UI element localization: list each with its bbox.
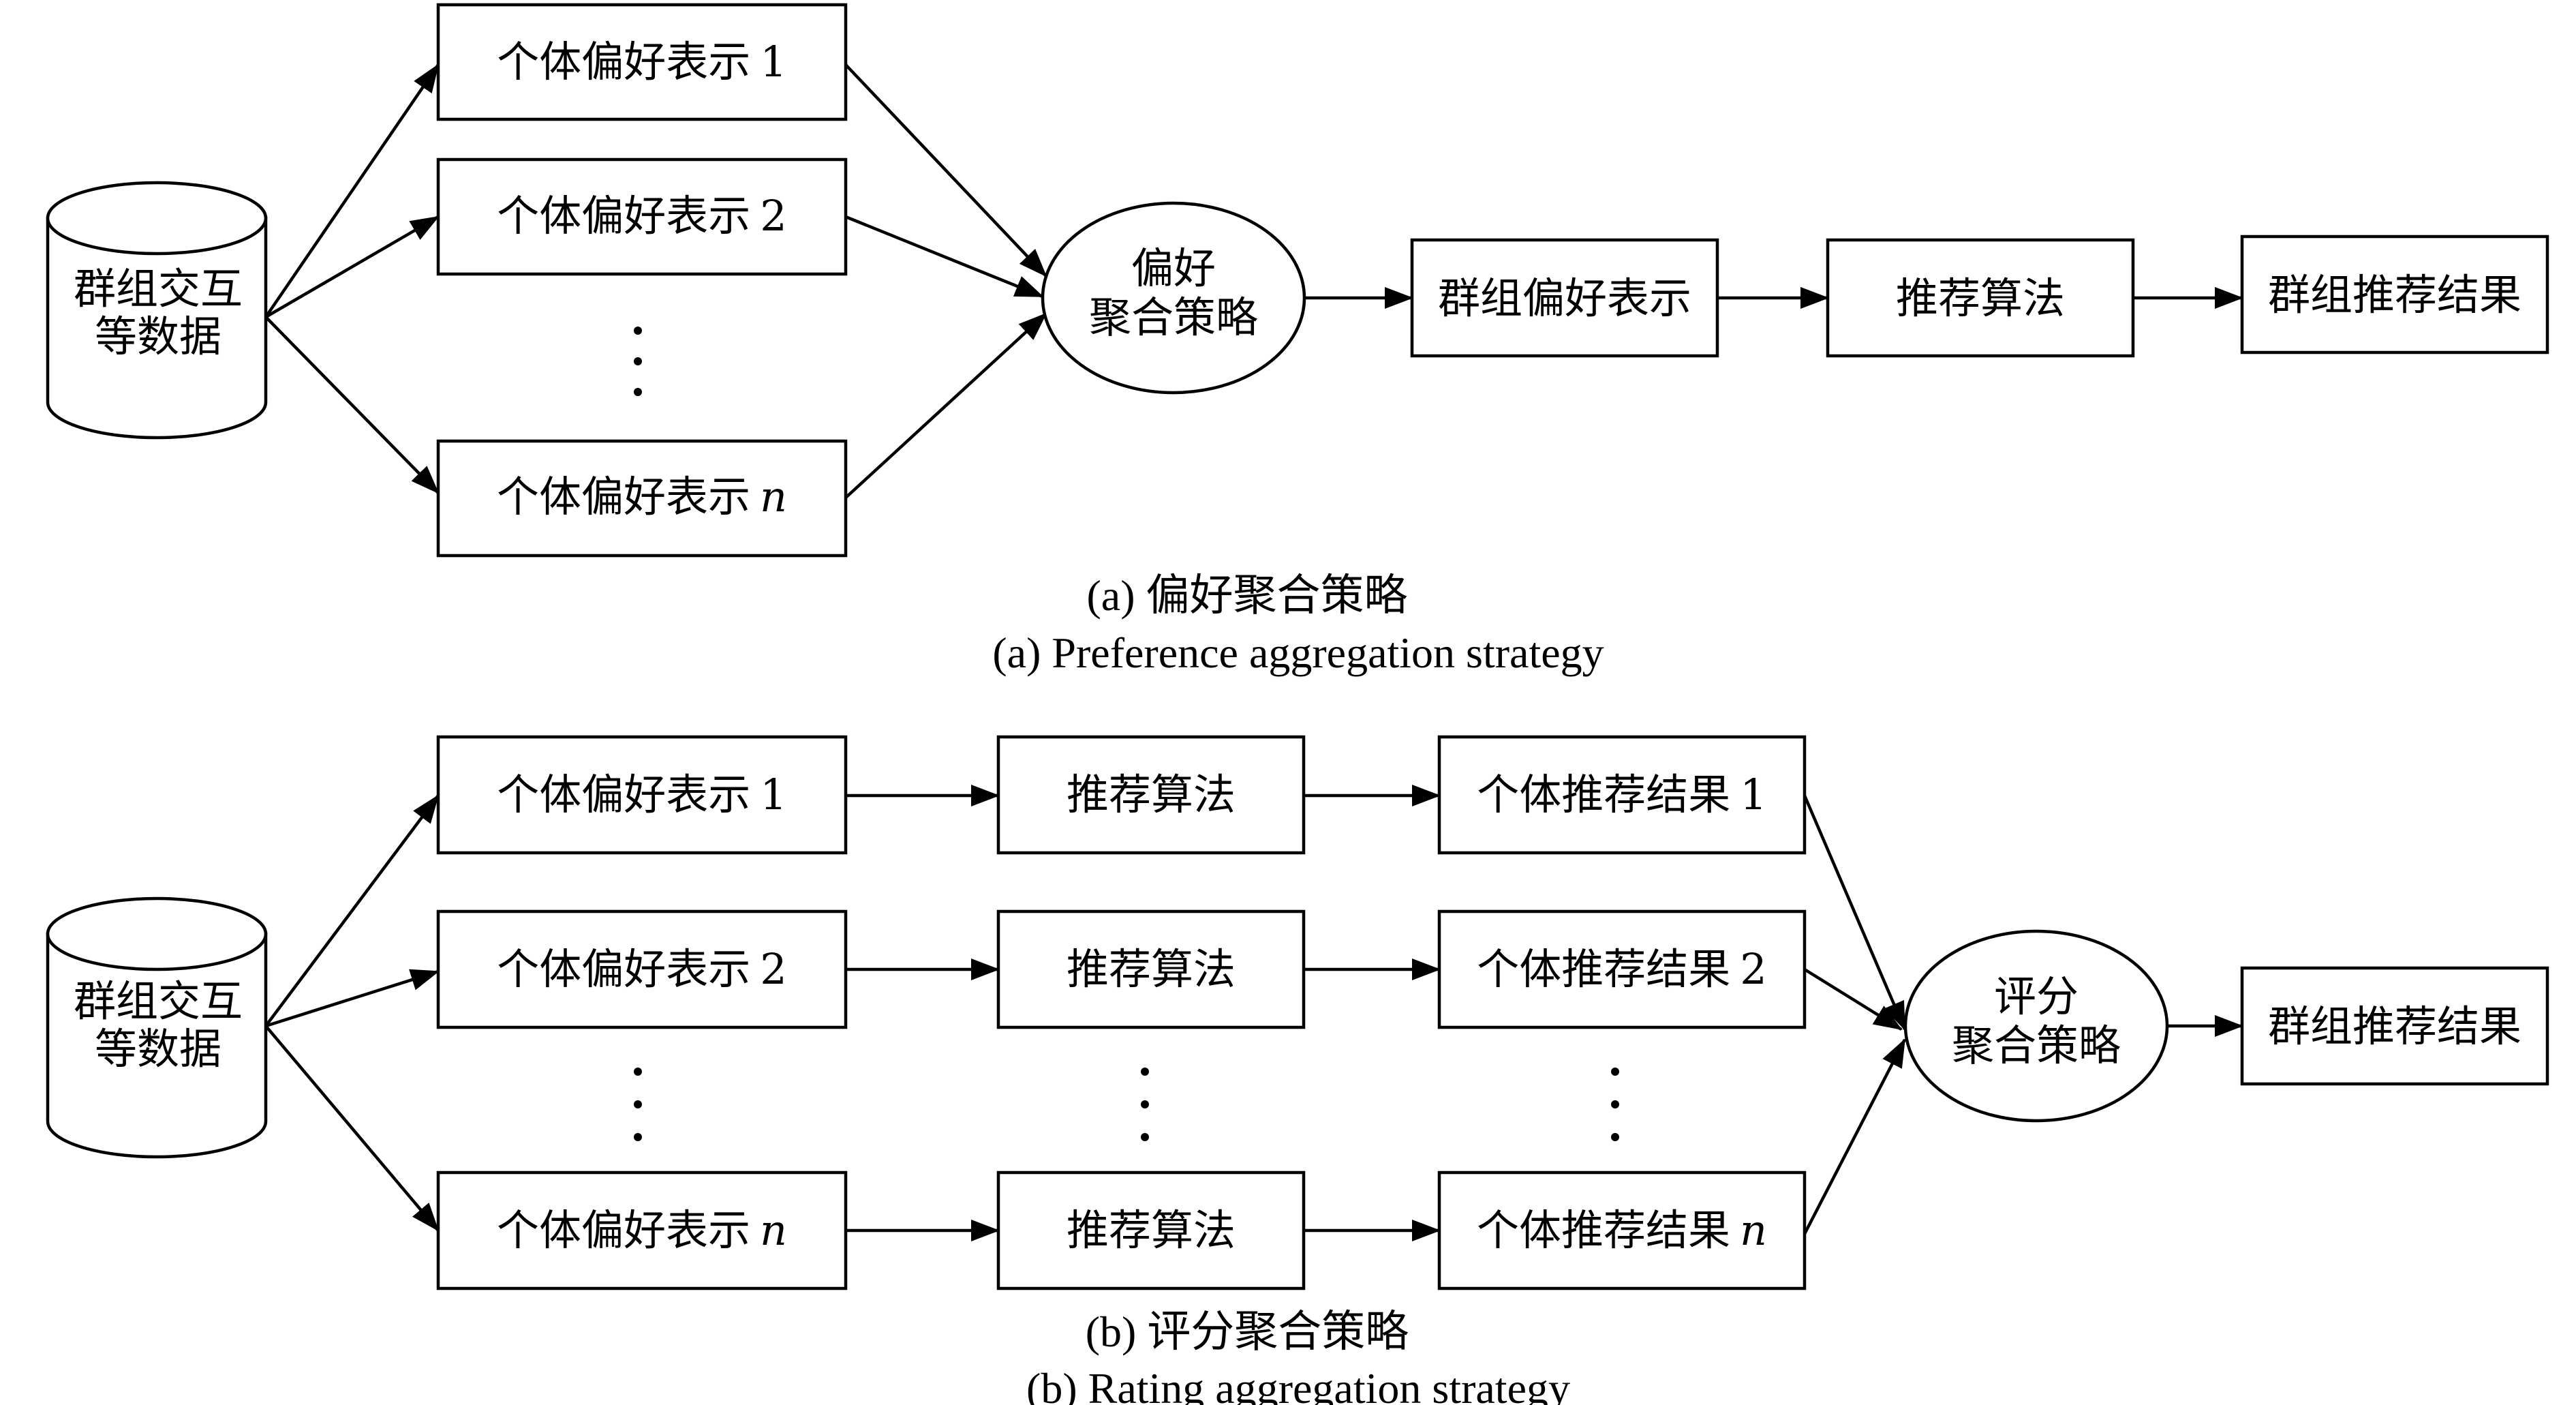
arrow-data-to-pref-1 xyxy=(264,63,440,318)
result-index: 2 xyxy=(1740,944,1766,994)
result-label: 群组推荐结果 xyxy=(2268,1001,2521,1051)
data-source-label-line1: 群组交互 xyxy=(74,976,243,1026)
group-preference-label: 群组偏好表示 xyxy=(1438,273,1691,323)
database-icon-a: 群组交互 等数据 xyxy=(46,181,268,440)
preference-label: 个体偏好表示 xyxy=(497,472,750,522)
preference-index: 1 xyxy=(760,37,786,87)
caption-a-chinese: (a) 偏好聚合策略 xyxy=(1086,571,1407,620)
ellipsis-dots xyxy=(1141,1068,1149,1141)
algorithm-label: 推荐算法 xyxy=(1067,1205,1236,1255)
preference-index: 2 xyxy=(760,944,786,994)
data-source-label-line1: 群组交互 xyxy=(74,264,243,314)
caption-b-chinese: (b) 评分聚合策略 xyxy=(1086,1308,1409,1356)
strategy-label-line2: 聚合策略 xyxy=(1089,292,1258,342)
result-label: 群组推荐结果 xyxy=(2268,270,2521,320)
strategy-label-line1: 偏好 xyxy=(1131,243,1216,293)
arrow-data-to-pref-1 xyxy=(264,794,440,1027)
ellipsis-dots xyxy=(634,1068,642,1141)
preference-index: 2 xyxy=(760,191,786,241)
algorithm-label: 推荐算法 xyxy=(1896,273,2065,323)
preference-index: n xyxy=(760,1205,787,1255)
recommendation-algorithm-box-1: 推荐算法 xyxy=(996,735,1306,855)
group-recommendation-result-box: 群组推荐结果 xyxy=(2240,966,2549,1086)
database-icon-b: 群组交互 等数据 xyxy=(46,896,268,1159)
caption-b-english: (b) Rating aggregation strategy xyxy=(1026,1364,1570,1405)
preference-label: 个体偏好表示 xyxy=(497,37,750,87)
group-recommendation-result-box: 群组推荐结果 xyxy=(2240,235,2549,354)
preference-index: 1 xyxy=(760,770,786,819)
ellipsis-dots xyxy=(634,327,642,396)
arrow-result-n-to-strategy xyxy=(1803,1038,1906,1235)
data-source-label-line2: 等数据 xyxy=(95,1024,221,1074)
algorithm-label: 推荐算法 xyxy=(1067,944,1236,994)
result-label: 个体推荐结果 xyxy=(1477,770,1730,819)
preference-label: 个体偏好表示 xyxy=(497,1205,750,1255)
result-index: n xyxy=(1740,1205,1767,1255)
preference-label: 个体偏好表示 xyxy=(497,944,750,994)
arrow-pref-2-to-strategy xyxy=(845,215,1044,299)
result-index: 1 xyxy=(1740,770,1766,819)
rating-aggregation-strategy: 评分 聚合策略 xyxy=(1903,929,2169,1123)
strategy-label-line1: 评分 xyxy=(1994,971,2079,1021)
preference-label: 个体偏好表示 xyxy=(497,191,750,241)
preference-label: 个体偏好表示 xyxy=(497,770,750,819)
result-label: 个体推荐结果 xyxy=(1477,944,1730,994)
group-preference-box: 群组偏好表示 xyxy=(1410,238,1719,358)
arrow-pref-n-to-strategy xyxy=(844,312,1047,499)
arrow-result-1-to-strategy xyxy=(1803,795,1907,1031)
caption-a-english: (a) Preference aggregation strategy xyxy=(992,629,1604,677)
arrow-data-to-pref-n xyxy=(264,1025,440,1232)
algorithm-label: 推荐算法 xyxy=(1067,770,1236,819)
arrow-data-to-pref-2 xyxy=(265,969,440,1028)
arrow-data-to-pref-2 xyxy=(264,215,440,318)
arrow-pref-1-to-strategy xyxy=(844,63,1047,277)
recommendation-algorithm-box: 推荐算法 xyxy=(1826,238,2135,358)
strategy-label-line2: 聚合策略 xyxy=(1952,1021,2121,1070)
data-source-label-line2: 等数据 xyxy=(95,312,221,361)
arrow-data-to-pref-n xyxy=(264,316,440,494)
preference-aggregation-strategy: 偏好 聚合策略 xyxy=(1041,201,1306,395)
preference-index: n xyxy=(760,472,787,522)
recommendation-algorithm-box-2: 推荐算法 xyxy=(996,909,1306,1029)
result-label: 个体推荐结果 xyxy=(1477,1205,1730,1255)
arrow-result-2-to-strategy xyxy=(1803,968,1903,1031)
ellipsis-dots xyxy=(1611,1068,1619,1141)
recommendation-algorithm-box-n: 推荐算法 xyxy=(996,1170,1306,1290)
